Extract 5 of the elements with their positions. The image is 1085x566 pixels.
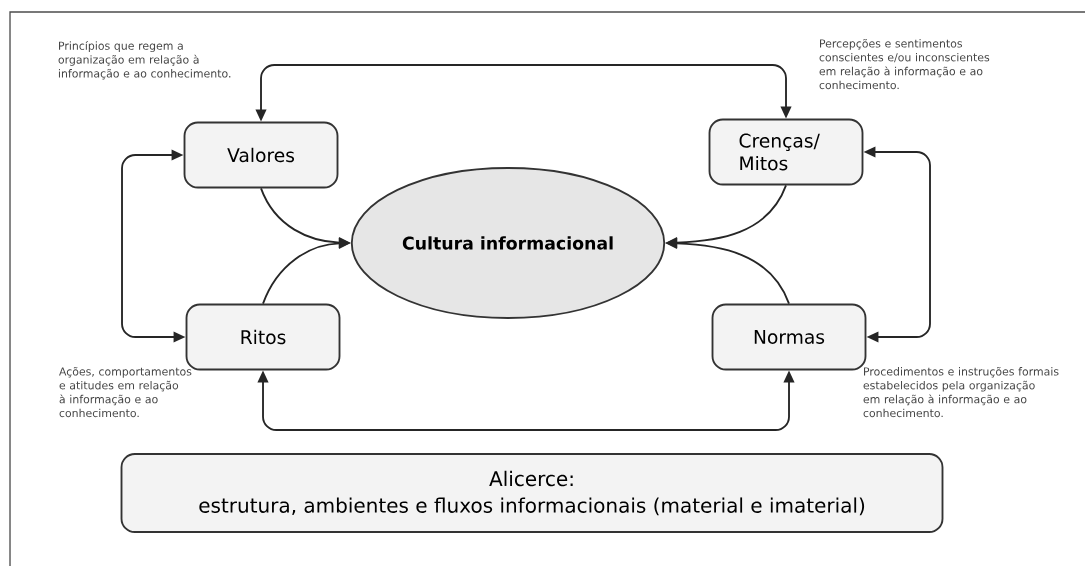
concept-box: Crenças/ Mitos — [708, 118, 864, 186]
concept-box: Valores — [183, 121, 339, 189]
description-text: Percepções e sentimentos conscientes e/ou inconscientes em relação à informação e ao conhecimento. — [819, 38, 990, 90]
description-text: Princípios que regem a organização em relação à informação e ao conhecimento. — [58, 40, 231, 80]
foundation-box: Alicerce: estrutura, ambientes e fluxos informacionais (material e imaterial) — [120, 453, 944, 533]
